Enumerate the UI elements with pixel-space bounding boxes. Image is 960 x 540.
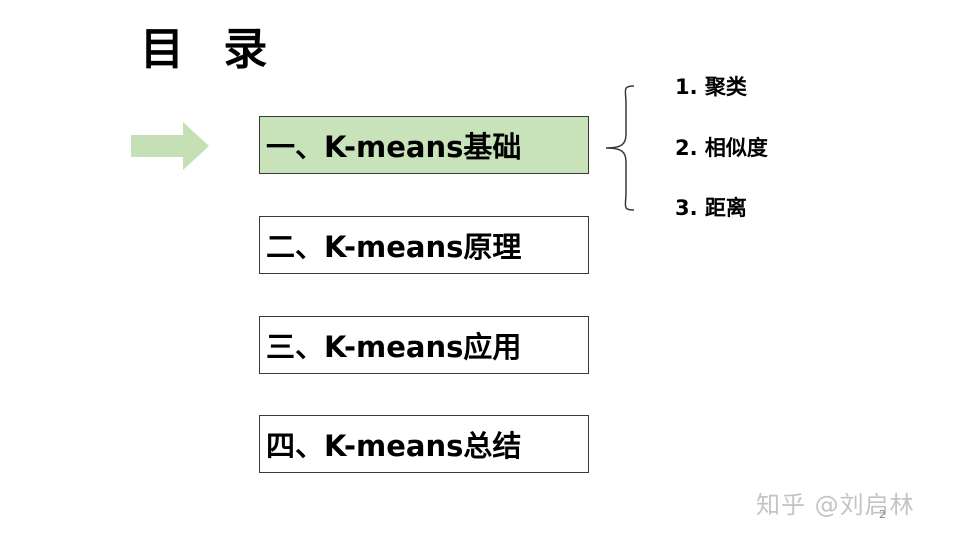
- subsection-item-distance: 3. 距离: [675, 196, 747, 220]
- toc-item-label: 四、K-means总结: [266, 429, 522, 463]
- watermark: 知乎 @刘启林: [756, 491, 915, 519]
- curly-brace-path: [605, 85, 635, 211]
- slide-title: 目 录: [140, 24, 280, 75]
- toc-item-principle[interactable]: 二、K-means原理: [259, 216, 589, 274]
- arrow-right-shape: [131, 122, 209, 170]
- subsection-item-similarity: 2. 相似度: [675, 136, 768, 160]
- toc-item-summary[interactable]: 四、K-means总结: [259, 415, 589, 473]
- page-number: 2: [879, 508, 886, 521]
- toc-item-label: 三、K-means应用: [266, 330, 522, 364]
- curly-brace-icon: [605, 85, 635, 211]
- toc-item-basics[interactable]: 一、K-means基础: [259, 116, 589, 174]
- toc-item-label: 一、K-means基础: [266, 130, 522, 164]
- arrow-right-icon: [131, 122, 209, 170]
- toc-item-label: 二、K-means原理: [266, 230, 522, 264]
- toc-item-application[interactable]: 三、K-means应用: [259, 316, 589, 374]
- subsection-item-clustering: 1. 聚类: [675, 75, 747, 99]
